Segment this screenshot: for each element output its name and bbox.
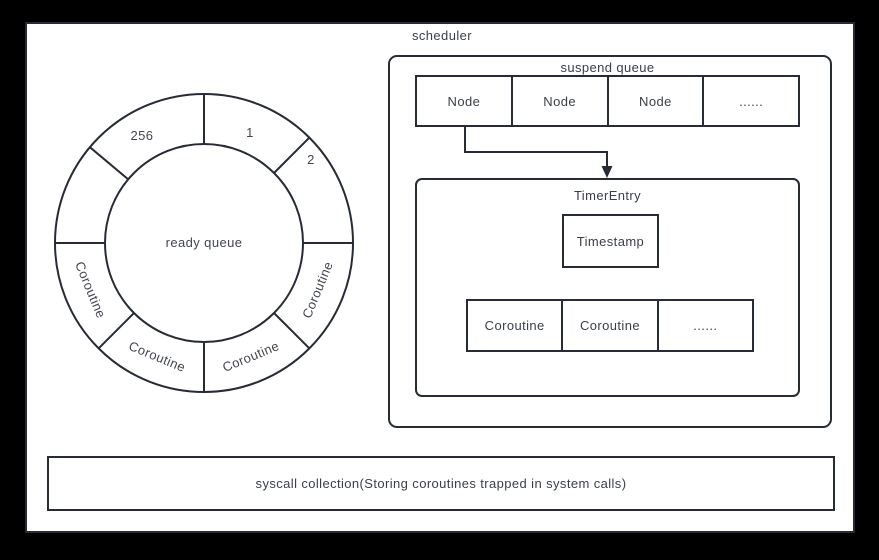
suspend-queue-row: Node Node Node ...... <box>415 75 800 127</box>
node-cell-ellipsis: ...... <box>702 77 798 125</box>
timer-entry-container: TimerEntry Timestamp Coroutine Coroutine… <box>415 178 800 397</box>
ring-slot-label-256: 256 <box>131 128 154 143</box>
ready-queue-ring: ready queue 256 1 2 Coroutine Coroutine … <box>54 93 354 393</box>
suspend-queue-title: suspend queue <box>560 60 655 75</box>
timer-entry-title: TimerEntry <box>573 188 642 203</box>
timestamp-label: Timestamp <box>576 233 645 249</box>
ring-coroutine-label: Coroutine <box>72 259 109 320</box>
ring-divider <box>97 312 135 350</box>
coroutine-cell: Coroutine <box>484 318 545 333</box>
coroutine-cell: Coroutine <box>561 301 656 350</box>
ring-coroutine-label: Coroutine <box>127 338 188 375</box>
node-cell: Node <box>447 93 481 109</box>
ring-coroutine-label: Coroutine <box>299 259 336 320</box>
ring-coroutine-label: Coroutine <box>220 338 281 375</box>
ring-divider <box>273 312 311 350</box>
scheduler-title: scheduler <box>412 28 472 43</box>
diagram-panel: scheduler ready queue 256 1 2 Coroutine … <box>25 22 855 533</box>
ring-divider <box>89 146 129 181</box>
node-cell: Node <box>606 77 703 125</box>
ready-queue-center-label: ready queue <box>166 235 243 250</box>
node-to-timerentry-arrow <box>464 127 613 178</box>
coroutine-row: Coroutine Coroutine ...... <box>466 299 754 352</box>
timestamp-box: Timestamp <box>562 214 659 268</box>
node-cell: Node <box>510 77 607 125</box>
coroutine-cell-ellipsis: ...... <box>656 301 752 350</box>
ring-slot-label-2: 2 <box>307 152 315 167</box>
arrow-line <box>464 127 608 167</box>
arrowhead-icon <box>601 166 613 178</box>
syscall-collection-label: syscall collection(Storing coroutines tr… <box>255 476 627 491</box>
ring-slot-label-1: 1 <box>246 125 254 140</box>
syscall-collection-box: syscall collection(Storing coroutines tr… <box>47 456 835 511</box>
ring-divider <box>273 136 311 174</box>
scheduler-container: suspend queue Node Node Node ...... Time… <box>388 55 832 428</box>
